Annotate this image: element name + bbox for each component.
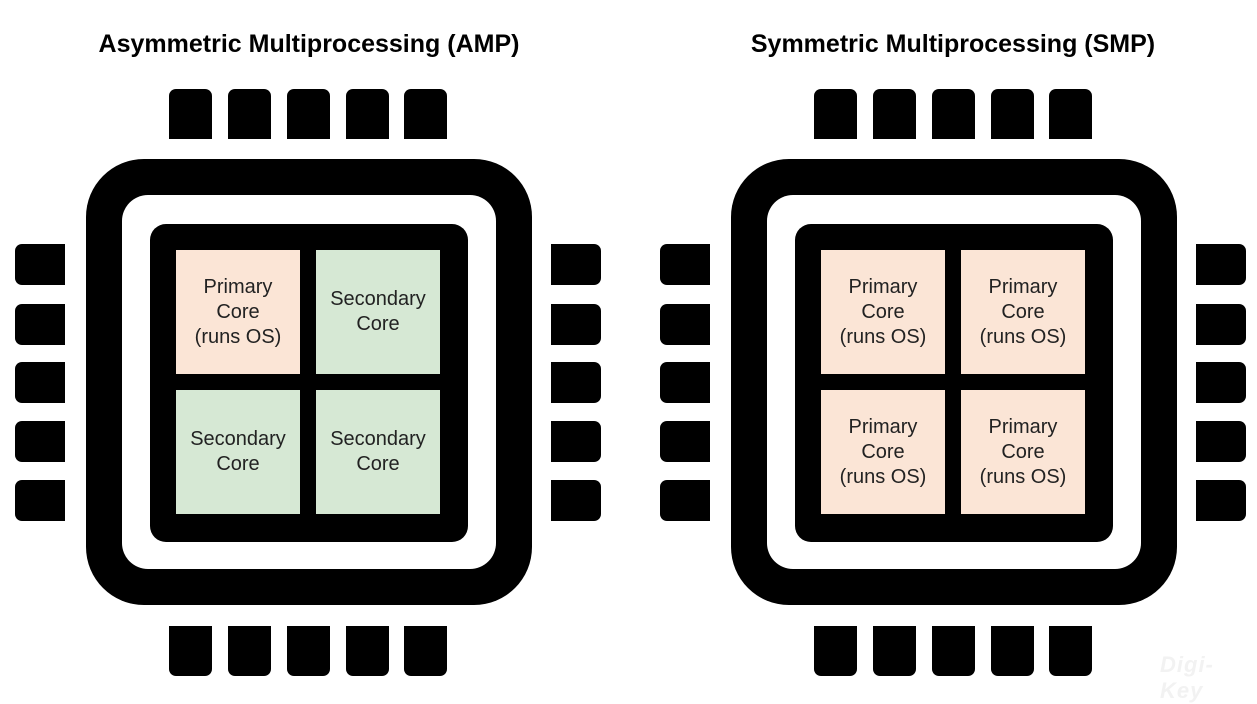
smp-pin-top-3 — [932, 89, 975, 139]
core-label: Primary Core (runs OS) — [979, 275, 1067, 348]
amp-pin-bottom-5 — [404, 626, 447, 676]
amp-title: Asymmetric Multiprocessing (AMP) — [98, 30, 520, 58]
amp-pin-top-3 — [287, 89, 330, 139]
amp-pin-top-4 — [346, 89, 389, 139]
core-label: Secondary Core — [330, 288, 426, 335]
amp-pin-bottom-3 — [287, 626, 330, 676]
core-label: Primary Core (runs OS) — [839, 415, 927, 488]
smp-pin-bottom-4 — [991, 626, 1034, 676]
amp-pin-right-5 — [551, 480, 601, 521]
smp-pin-top-4 — [991, 89, 1034, 139]
core-label: Primary Core (runs OS) — [194, 275, 282, 348]
core-label: Primary Core (runs OS) — [839, 275, 927, 348]
core-label: Secondary Core — [190, 428, 286, 475]
amp-pin-right-4 — [551, 421, 601, 462]
amp-pin-right-2 — [551, 304, 601, 345]
core-label: Secondary Core — [330, 428, 426, 475]
smp-pin-left-2 — [660, 304, 710, 345]
smp-pin-bottom-5 — [1049, 626, 1092, 676]
amp-pin-right-3 — [551, 362, 601, 403]
smp-pin-right-1 — [1196, 244, 1246, 285]
amp-core-1: Primary Core (runs OS) — [176, 250, 300, 374]
amp-pin-bottom-1 — [169, 626, 212, 676]
amp-pin-left-2 — [15, 304, 65, 345]
smp-chip-diagram: Primary Core (runs OS) Primary Core (run… — [645, 0, 1257, 700]
smp-pin-bottom-2 — [873, 626, 916, 676]
amp-pin-top-5 — [404, 89, 447, 139]
amp-pin-left-4 — [15, 421, 65, 462]
smp-pin-left-1 — [660, 244, 710, 285]
amp-pin-left-3 — [15, 362, 65, 403]
smp-title: Symmetric Multiprocessing (SMP) — [750, 30, 1156, 58]
amp-pin-left-1 — [15, 244, 65, 285]
smp-pin-right-4 — [1196, 421, 1246, 462]
amp-core-3: Secondary Core — [176, 390, 300, 514]
smp-pin-bottom-1 — [814, 626, 857, 676]
smp-core-2: Primary Core (runs OS) — [961, 250, 1085, 374]
smp-pin-top-1 — [814, 89, 857, 139]
amp-pin-bottom-4 — [346, 626, 389, 676]
smp-pin-left-5 — [660, 480, 710, 521]
smp-pin-right-2 — [1196, 304, 1246, 345]
smp-core-4: Primary Core (runs OS) — [961, 390, 1085, 514]
amp-core-2: Secondary Core — [316, 250, 440, 374]
amp-pin-top-1 — [169, 89, 212, 139]
smp-pin-right-3 — [1196, 362, 1246, 403]
smp-core-1: Primary Core (runs OS) — [821, 250, 945, 374]
amp-chip-diagram: Primary Core (runs OS) Secondary Core Se… — [0, 0, 620, 700]
digikey-watermark: Digi-Key — [1160, 652, 1214, 703]
amp-pin-right-1 — [551, 244, 601, 285]
amp-pin-bottom-2 — [228, 626, 271, 676]
smp-pin-top-2 — [873, 89, 916, 139]
amp-pin-top-2 — [228, 89, 271, 139]
smp-pin-left-3 — [660, 362, 710, 403]
smp-pin-right-5 — [1196, 480, 1246, 521]
smp-pin-left-4 — [660, 421, 710, 462]
smp-pin-top-5 — [1049, 89, 1092, 139]
amp-core-4: Secondary Core — [316, 390, 440, 514]
core-label: Primary Core (runs OS) — [979, 415, 1067, 488]
smp-pin-bottom-3 — [932, 626, 975, 676]
amp-pin-left-5 — [15, 480, 65, 521]
smp-core-3: Primary Core (runs OS) — [821, 390, 945, 514]
